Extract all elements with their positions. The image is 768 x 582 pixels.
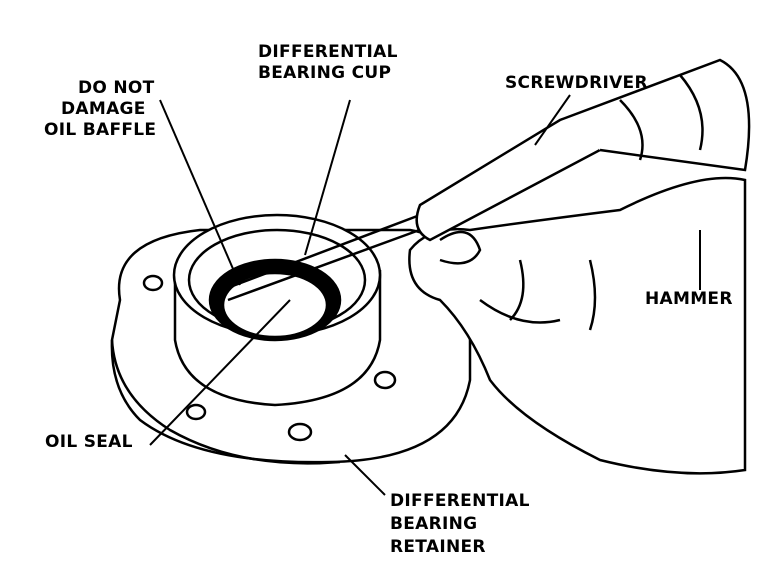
label-line: DIFFERENTIAL bbox=[390, 491, 530, 511]
label-oil-seal: OIL SEAL bbox=[45, 432, 133, 452]
label-line: RETAINER bbox=[390, 537, 486, 557]
label-line: BEARING bbox=[390, 514, 478, 534]
label-line: DIFFERENTIAL bbox=[258, 42, 398, 62]
leader-lines bbox=[149, 94, 701, 496]
label-hammer: HAMMER bbox=[645, 289, 733, 309]
label-line: BEARING CUP bbox=[258, 63, 392, 83]
label-line: OIL BAFFLE bbox=[44, 120, 157, 140]
label-differential-bearing-retainer: DIFFERENTIAL BEARING RETAINER bbox=[390, 490, 530, 559]
label-line: DAMAGE bbox=[61, 99, 146, 119]
screwdriver bbox=[221, 58, 751, 302]
bearing-cup bbox=[172, 213, 382, 407]
hand bbox=[408, 176, 747, 475]
label-screwdriver: SCREWDRIVER bbox=[505, 73, 648, 93]
label-line: DO NOT bbox=[78, 78, 155, 98]
